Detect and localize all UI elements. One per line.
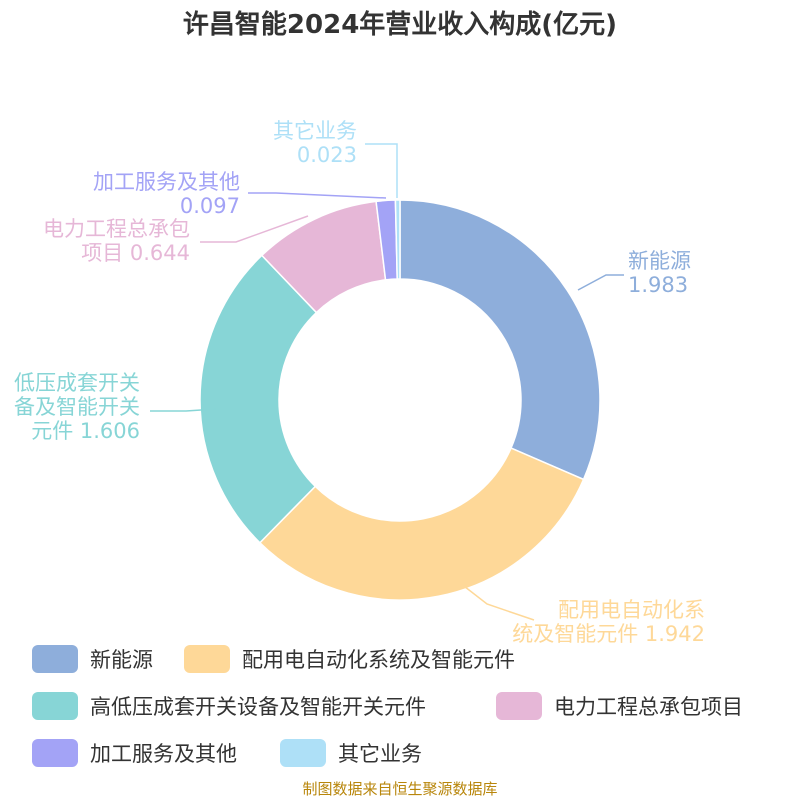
leader-line-0 — [577, 274, 624, 291]
legend-label-1: 配用电自动化系统及智能元件 — [242, 648, 515, 672]
source-note: 制图数据来自恒生聚源数据库 — [302, 780, 498, 798]
legend-label-4: 加工服务及其他 — [90, 742, 237, 766]
legend-label-5: 其它业务 — [338, 742, 422, 766]
slice-label-1: 配用电自动化系统及智能元件 1.942 — [512, 598, 705, 646]
slice-label-2: 低压成套开关备及智能开关元件 1.606 — [14, 371, 140, 443]
donut-slice-1 — [258, 447, 585, 601]
leader-line-5 — [365, 143, 398, 198]
legend-label-2: 高低压成套开关设备及智能开关元件 — [90, 695, 426, 719]
legend-swatch-5 — [280, 739, 326, 767]
leader-line-4 — [248, 192, 387, 199]
leader-line-1 — [459, 582, 535, 621]
legend-swatch-2 — [32, 692, 78, 720]
donut-slice-2 — [199, 254, 318, 544]
donut-slice-5 — [394, 199, 401, 280]
leader-line-3 — [200, 215, 309, 243]
legend-swatch-0 — [32, 645, 78, 673]
legend-swatch-3 — [496, 692, 542, 720]
legend-swatch-4 — [32, 739, 78, 767]
legend-swatch-1 — [184, 645, 230, 673]
legend-label-3: 电力工程总承包项目 — [554, 695, 743, 719]
leader-line-2 — [150, 408, 217, 412]
donut-slice-0 — [399, 199, 601, 481]
chart-title: 许昌智能2024年营业收入构成(亿元) — [182, 10, 618, 40]
legend-label-0: 新能源 — [90, 648, 153, 672]
slice-label-3: 电力工程总承包项目 0.644 — [43, 217, 190, 265]
